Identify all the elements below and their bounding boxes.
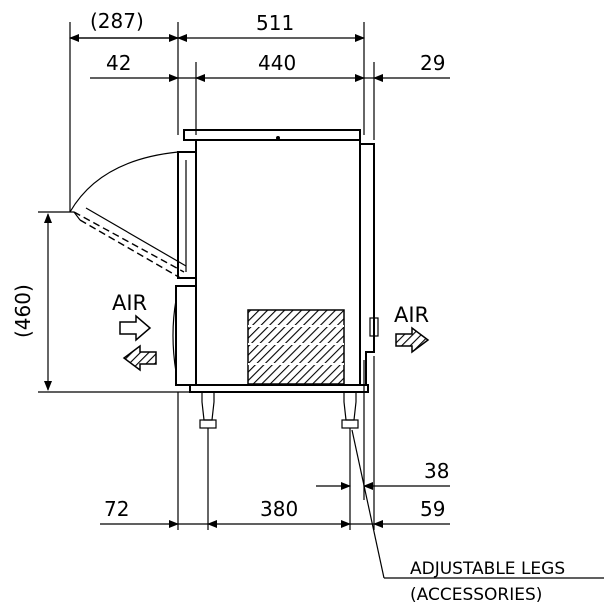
air-intake-arrow-icon [119, 314, 152, 342]
left-vertical-dimension [38, 211, 196, 393]
dim-open-depth: (287) [90, 9, 144, 33]
front-leg [199, 392, 217, 429]
dim-bottom-left: 72 [104, 497, 129, 521]
dim-leg-spacing: 380 [260, 497, 298, 521]
door-swing [69, 151, 187, 281]
air-return-arrow-icon [122, 344, 157, 372]
dim-open-height: (460) [11, 284, 35, 338]
dim-overall-depth: 511 [256, 11, 294, 35]
callout-leader [351, 429, 604, 579]
bottom-dimensions [100, 356, 450, 530]
air-exhaust-label: AIR [394, 303, 429, 327]
machine-body [172, 129, 379, 393]
rear-leg [341, 392, 359, 429]
top-dimensions [69, 22, 450, 212]
callout-adjustable-legs: ADJUSTABLE LEGS [410, 559, 565, 579]
dim-body-width: 440 [258, 51, 296, 75]
callout-accessories: (ACCESSORIES) [410, 585, 542, 605]
dim-bottom-right: 59 [420, 497, 445, 521]
air-exhaust-arrow-icon [395, 326, 430, 354]
dim-leg-offset: 38 [424, 459, 449, 483]
air-intake-label: AIR [112, 291, 147, 315]
dim-right-offset: 29 [420, 51, 445, 75]
dim-left-offset: 42 [106, 51, 131, 75]
ventilation-grille [247, 309, 345, 385]
